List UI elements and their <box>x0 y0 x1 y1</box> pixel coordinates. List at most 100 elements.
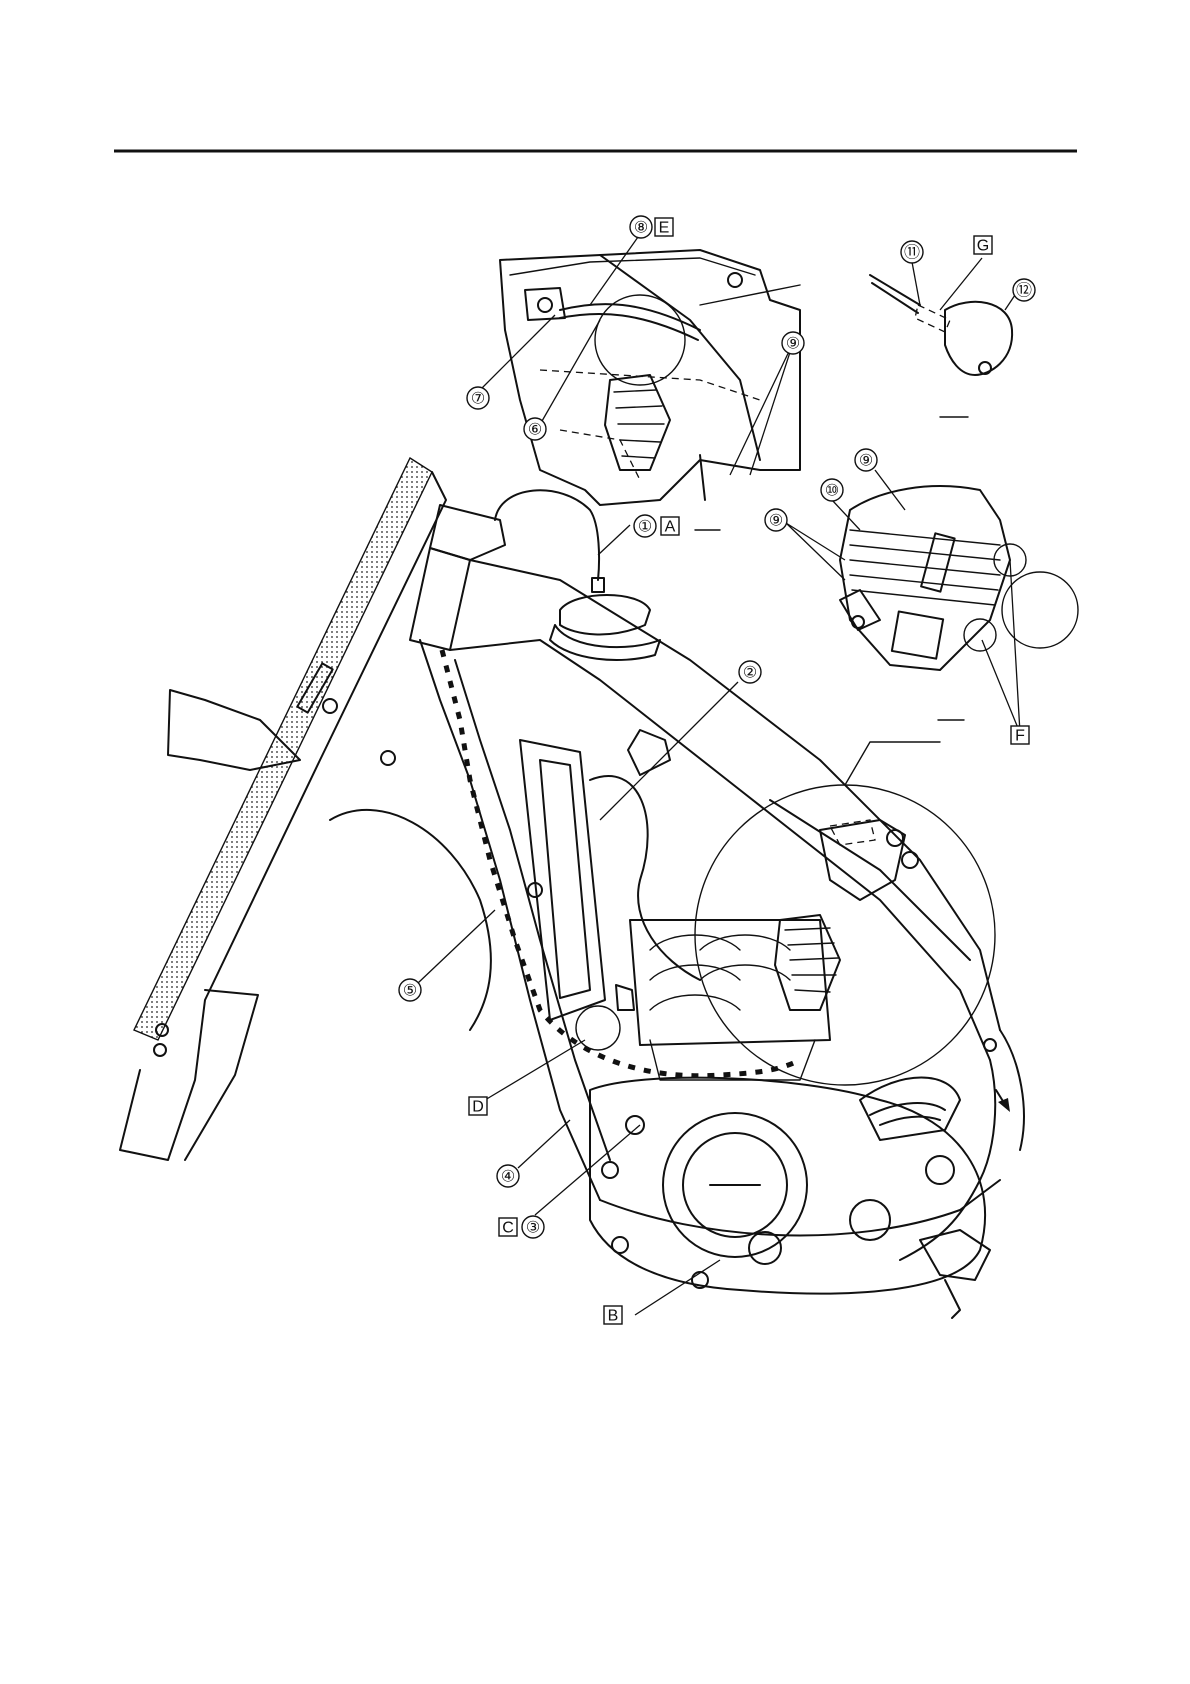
leader-lines <box>418 220 1020 1315</box>
ref-box-D: D <box>469 1097 487 1116</box>
callout-12: ⑫ <box>1013 279 1035 301</box>
inset1-frame-spar <box>600 255 760 460</box>
inset-top-center <box>500 250 800 505</box>
callout-1-text: ① <box>638 519 652 536</box>
callout-10-text: ⑩ <box>825 483 839 500</box>
callout-9-right-text: ⑨ <box>859 453 873 470</box>
ref-box-C-text: C <box>502 1220 514 1237</box>
callout-6-text: ⑥ <box>528 422 542 439</box>
lead-2 <box>600 682 738 820</box>
ref-box-G: G <box>974 236 992 255</box>
lead-4 <box>518 1120 570 1168</box>
ref-box-A-text: A <box>665 519 676 536</box>
lead-12 <box>1005 295 1015 310</box>
detail-leader-line <box>845 742 940 785</box>
clamp-bundle-outline <box>840 486 1010 670</box>
detail-bolt-1 <box>887 830 903 846</box>
fork-tube-left <box>134 458 432 1040</box>
side-panel <box>860 1078 960 1141</box>
clamp-grommet <box>840 590 880 630</box>
callout-2: ② <box>739 661 761 683</box>
callout-10: ⑩ <box>821 479 843 501</box>
inset-clamp-detail <box>840 486 1078 720</box>
ref-box-F: F <box>1011 726 1029 745</box>
frame-cradle <box>600 1180 1000 1235</box>
inset1-coil-ribs <box>614 390 664 458</box>
callout-9-left-text: ⑨ <box>769 513 783 530</box>
reference-boxes: A B C D E F G <box>469 218 1029 1325</box>
lead-5 <box>418 910 495 983</box>
detail-frame-spar <box>770 800 970 960</box>
cap-wire <box>870 275 920 313</box>
clamp-detail-mark-2 <box>964 619 996 651</box>
detail-bolt-2 <box>902 852 918 868</box>
swingarm-pivot <box>984 1039 996 1051</box>
callout-8: ⑧ <box>630 216 652 238</box>
callout-5: ⑤ <box>399 979 421 1001</box>
inset1-tank-edge <box>510 258 755 275</box>
sensor-cable-1 <box>495 490 599 580</box>
ref-box-E-text: E <box>659 220 670 237</box>
callout-4-text: ④ <box>501 1169 515 1186</box>
callout-5-text: ⑤ <box>403 983 417 1000</box>
callout-1: ① <box>634 515 656 537</box>
inset-cap-detail <box>870 275 1012 417</box>
fork-bolt-2 <box>154 1044 166 1056</box>
clamp-d <box>616 985 634 1010</box>
frame-rear <box>900 1060 995 1260</box>
callout-6: ⑥ <box>524 418 546 440</box>
clamp-wires <box>850 530 1000 605</box>
inset1-bolt <box>538 298 552 312</box>
inset1-coil <box>605 375 670 470</box>
ref-box-E: E <box>655 218 673 237</box>
inset1-bolt-2 <box>728 273 742 287</box>
lead-9a <box>730 343 793 475</box>
tank-bracket <box>628 730 670 775</box>
callout-11-text: ⑪ <box>904 244 920 262</box>
sensor-housing-1 <box>560 595 650 634</box>
engine-mount-bolt-1 <box>626 1116 644 1134</box>
rear-frame-line <box>1000 1030 1024 1150</box>
ref-box-B: B <box>604 1306 622 1325</box>
cap-body <box>945 302 1012 375</box>
frame-down-tube-inner <box>455 660 610 1160</box>
callout-9-top: ⑨ <box>782 332 804 354</box>
ref-box-B-text: B <box>608 1308 619 1325</box>
ref-box-A: A <box>661 517 679 536</box>
callout-9-top-text: ⑨ <box>786 336 800 353</box>
lead-D <box>485 1040 585 1100</box>
callout-3: ③ <box>522 1216 544 1238</box>
callout-3-text: ③ <box>526 1220 540 1237</box>
footpeg <box>945 1280 960 1318</box>
ref-box-D-text: D <box>472 1099 484 1116</box>
lead-9c <box>786 523 845 580</box>
callouts: ① ② ③ ④ ⑤ ⑥ ⑦ ⑧ <box>399 216 1035 1238</box>
ref-box-F-text: F <box>1015 728 1025 745</box>
headstock-tube <box>410 548 470 650</box>
inset1-connector-block <box>525 288 565 320</box>
radiator-shroud <box>520 740 605 1020</box>
water-pump <box>850 1200 890 1240</box>
ref-box-C: C <box>499 1218 517 1237</box>
callout-11: ⑪ <box>901 241 923 263</box>
callout-7: ⑦ <box>467 387 489 409</box>
detail-circle-small <box>576 1006 620 1050</box>
callout-8-text: ⑧ <box>634 220 648 237</box>
frame-bolt-b <box>381 751 395 765</box>
oil-filter-cap <box>749 1232 781 1264</box>
engine-mount-bolt-2 <box>602 1162 618 1178</box>
callout-12-text: ⑫ <box>1016 282 1032 300</box>
frame-main-spar <box>470 560 1000 1030</box>
lead-11 <box>912 262 920 305</box>
callout-4: ④ <box>497 1165 519 1187</box>
ref-box-G-text: G <box>977 238 989 255</box>
callout-7-text: ⑦ <box>471 391 485 408</box>
lead-1 <box>598 525 630 555</box>
direction-arrowhead <box>998 1098 1010 1112</box>
callout-2-text: ② <box>743 665 757 682</box>
sprocket <box>926 1156 954 1184</box>
inset1-cable-bundle <box>560 304 700 340</box>
main-frame-view <box>120 458 1024 1318</box>
